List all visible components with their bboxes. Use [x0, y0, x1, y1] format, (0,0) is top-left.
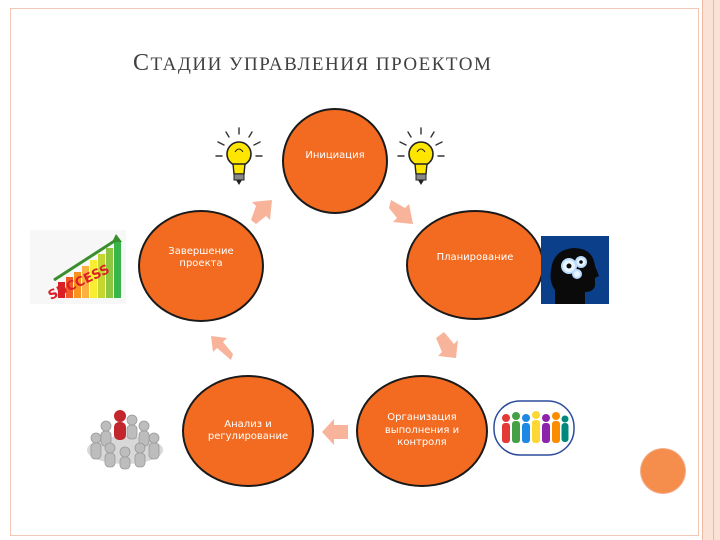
lightbulb-icon — [397, 127, 445, 185]
people-circle-image — [87, 410, 163, 470]
right-decor-stripe — [702, 0, 720, 540]
arrow-planning-to-organization — [436, 332, 458, 358]
arrow-analysis-to-completion — [211, 336, 233, 360]
stage-completion: Завершение проекта — [138, 210, 264, 322]
title-initial: С — [133, 50, 151, 76]
stage-label: Планирование — [436, 251, 514, 263]
stage-analysis-regulation: Анализ и регулирование — [182, 375, 314, 487]
arrow-initiation-to-planning — [389, 200, 413, 224]
team-people-image — [493, 400, 575, 456]
lightbulb-icon — [215, 127, 263, 185]
slide-title: СТАДИИ УПРАВЛЕНИЯ ПРОЕКТОМ — [133, 50, 492, 77]
stage-label: Анализ и регулирование — [207, 418, 289, 443]
arrow-organization-to-analysis — [322, 419, 348, 445]
stage-label: Инициация — [305, 149, 365, 161]
stage-planning: Планирование — [406, 210, 544, 320]
success-stairs-image: SUCCESS — [30, 230, 126, 304]
stage-label: Организация выполнения и контроля — [384, 412, 460, 449]
stage-label: Завершение проекта — [168, 245, 234, 270]
corner-decor-circle — [641, 449, 685, 493]
title-rest: ТАДИИ УПРАВЛЕНИЯ ПРОЕКТОМ — [150, 54, 493, 75]
stage-initiation: Инициация — [282, 108, 388, 214]
slide-frame — [10, 8, 699, 536]
stage-organization-control: Организация выполнения и контроля — [356, 375, 488, 487]
arrow-completion-to-initiation — [251, 200, 272, 224]
head-gears-image — [541, 236, 609, 304]
